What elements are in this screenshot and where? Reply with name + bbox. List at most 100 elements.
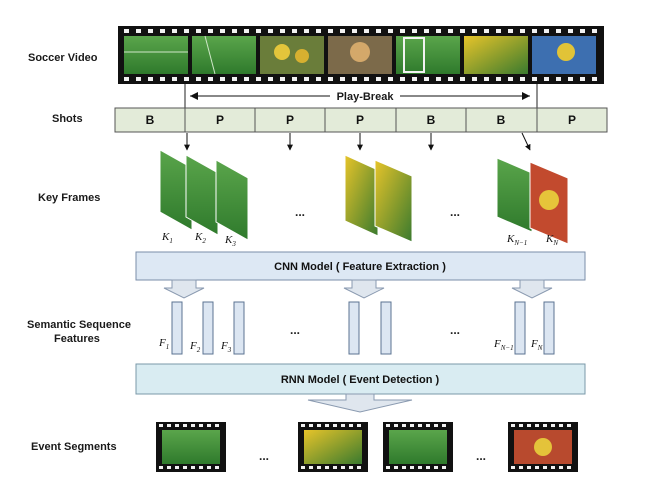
key-frames-group-3	[496, 157, 569, 245]
film-frame-3-player-2	[295, 49, 309, 63]
event-2-sprocket-bottom-2	[309, 466, 313, 469]
feature-bar-fn1	[514, 301, 526, 355]
event-3-sprocket-bottom-4	[410, 466, 414, 469]
sprocket-top-8	[208, 29, 213, 33]
event-2-sprocket-bottom-5	[333, 466, 337, 469]
key-frame-label-k3: K3	[224, 234, 236, 248]
event-3-sprocket-top-5	[418, 424, 422, 427]
sprocket-top-22	[376, 29, 381, 33]
label-soccer-video: Soccer Video	[28, 52, 98, 64]
key-frames-group-2	[344, 154, 413, 243]
rnn-model-label: RNN Model ( Event Detection )	[281, 374, 440, 386]
sprocket-bottom-24	[400, 77, 405, 81]
shot-arrow-5	[521, 132, 531, 151]
sprocket-top-23	[388, 29, 393, 33]
key-frame-label-kn1: KN−1	[506, 233, 527, 247]
event-3-sprocket-top-6	[426, 424, 430, 427]
event-2-sprocket-top-1	[301, 424, 305, 427]
sprocket-top-4	[160, 29, 165, 33]
event-3-sprocket-bottom-8	[442, 466, 446, 469]
event-segment-sprockets	[159, 424, 571, 469]
key-frame-label-k2: K2	[194, 231, 206, 245]
sprocket-bottom-9	[220, 77, 225, 81]
sprocket-top-35	[532, 29, 537, 33]
event-3-sprocket-bottom-6	[426, 466, 430, 469]
event-2-sprocket-top-7	[349, 424, 353, 427]
key-frames-ellipsis-2: ...	[450, 205, 460, 219]
sprocket-bottom-22	[376, 77, 381, 81]
film-frame-2-line	[204, 35, 216, 75]
event-4-sprocket-bottom-8	[567, 466, 571, 469]
play-break-arrowhead-right	[522, 92, 530, 100]
feature-label-fn1: FN−1	[493, 338, 514, 352]
sprocket-top-28	[448, 29, 453, 33]
sprocket-bottom-12	[256, 77, 261, 81]
sprocket-top-1	[124, 29, 129, 33]
event-4-sprocket-bottom-1	[511, 466, 515, 469]
feature-bar-mid-2	[380, 301, 392, 355]
event-1-sprocket-bottom-7	[207, 466, 211, 469]
event-1-sprocket-bottom-8	[215, 466, 219, 469]
event-4-sprocket-bottom-5	[543, 466, 547, 469]
sprocket-top-24	[400, 29, 405, 33]
event-1-sprocket-bottom-6	[199, 466, 203, 469]
event-3-sprocket-bottom-3	[402, 466, 406, 469]
sprocket-top-40	[592, 29, 597, 33]
film-sprockets-top	[124, 29, 597, 33]
film-frame-5	[396, 36, 460, 74]
event-3-sprocket-top-2	[394, 424, 398, 427]
sprocket-bottom-40	[592, 77, 597, 81]
film-frame-6	[464, 36, 528, 74]
event-segment-4-player	[534, 438, 552, 456]
sprocket-top-31	[484, 29, 489, 33]
play-break-label: Play-Break	[337, 91, 395, 103]
event-4-sprocket-top-3	[527, 424, 531, 427]
label-key-frames: Key Frames	[38, 192, 100, 204]
event-1-sprocket-top-6	[199, 424, 203, 427]
event-segment-1-frame	[162, 430, 220, 464]
event-1-sprocket-bottom-5	[191, 466, 195, 469]
event-3-sprocket-bottom-2	[394, 466, 398, 469]
event-2-sprocket-bottom-1	[301, 466, 305, 469]
sprocket-bottom-26	[424, 77, 429, 81]
cnn-arrow-2	[343, 279, 385, 299]
feature-label-f2: F2	[189, 340, 201, 354]
film-frame-5-goal	[403, 37, 425, 73]
sprocket-bottom-20	[352, 77, 357, 81]
key-frame-label-k1: K1	[161, 231, 173, 245]
sprocket-top-7	[196, 29, 201, 33]
sprocket-top-20	[352, 29, 357, 33]
sprocket-bottom-14	[280, 77, 285, 81]
soccer-video-filmstrip	[118, 26, 604, 84]
sprocket-top-29	[460, 29, 465, 33]
event-segment-2-frame	[304, 430, 362, 464]
rnn-output-arrow	[307, 393, 413, 413]
feature-bar-f3	[233, 301, 245, 355]
sprocket-bottom-31	[484, 77, 489, 81]
key-frame-label-kn: KN	[545, 233, 558, 247]
feature-bar-f1	[171, 301, 183, 355]
sprocket-top-16	[304, 29, 309, 33]
event-4-sprocket-top-6	[551, 424, 555, 427]
sprocket-top-34	[520, 29, 525, 33]
event-2-sprocket-top-3	[317, 424, 321, 427]
sprocket-top-25	[412, 29, 417, 33]
sprocket-top-30	[472, 29, 477, 33]
sprocket-bottom-13	[268, 77, 273, 81]
sprocket-top-39	[580, 29, 585, 33]
sprocket-bottom-3	[148, 77, 153, 81]
event-4-sprocket-top-5	[543, 424, 547, 427]
event-3-sprocket-top-1	[386, 424, 390, 427]
features-ellipsis-1: ...	[290, 323, 300, 337]
event-2-sprocket-bottom-6	[341, 466, 345, 469]
event-1-sprocket-top-8	[215, 424, 219, 427]
sprocket-top-19	[340, 29, 345, 33]
event-2-sprocket-bottom-8	[357, 466, 361, 469]
sprocket-top-37	[556, 29, 561, 33]
event-2-sprocket-top-5	[333, 424, 337, 427]
event-4-sprocket-top-8	[567, 424, 571, 427]
shot-1: B	[146, 113, 155, 127]
sprocket-top-17	[316, 29, 321, 33]
